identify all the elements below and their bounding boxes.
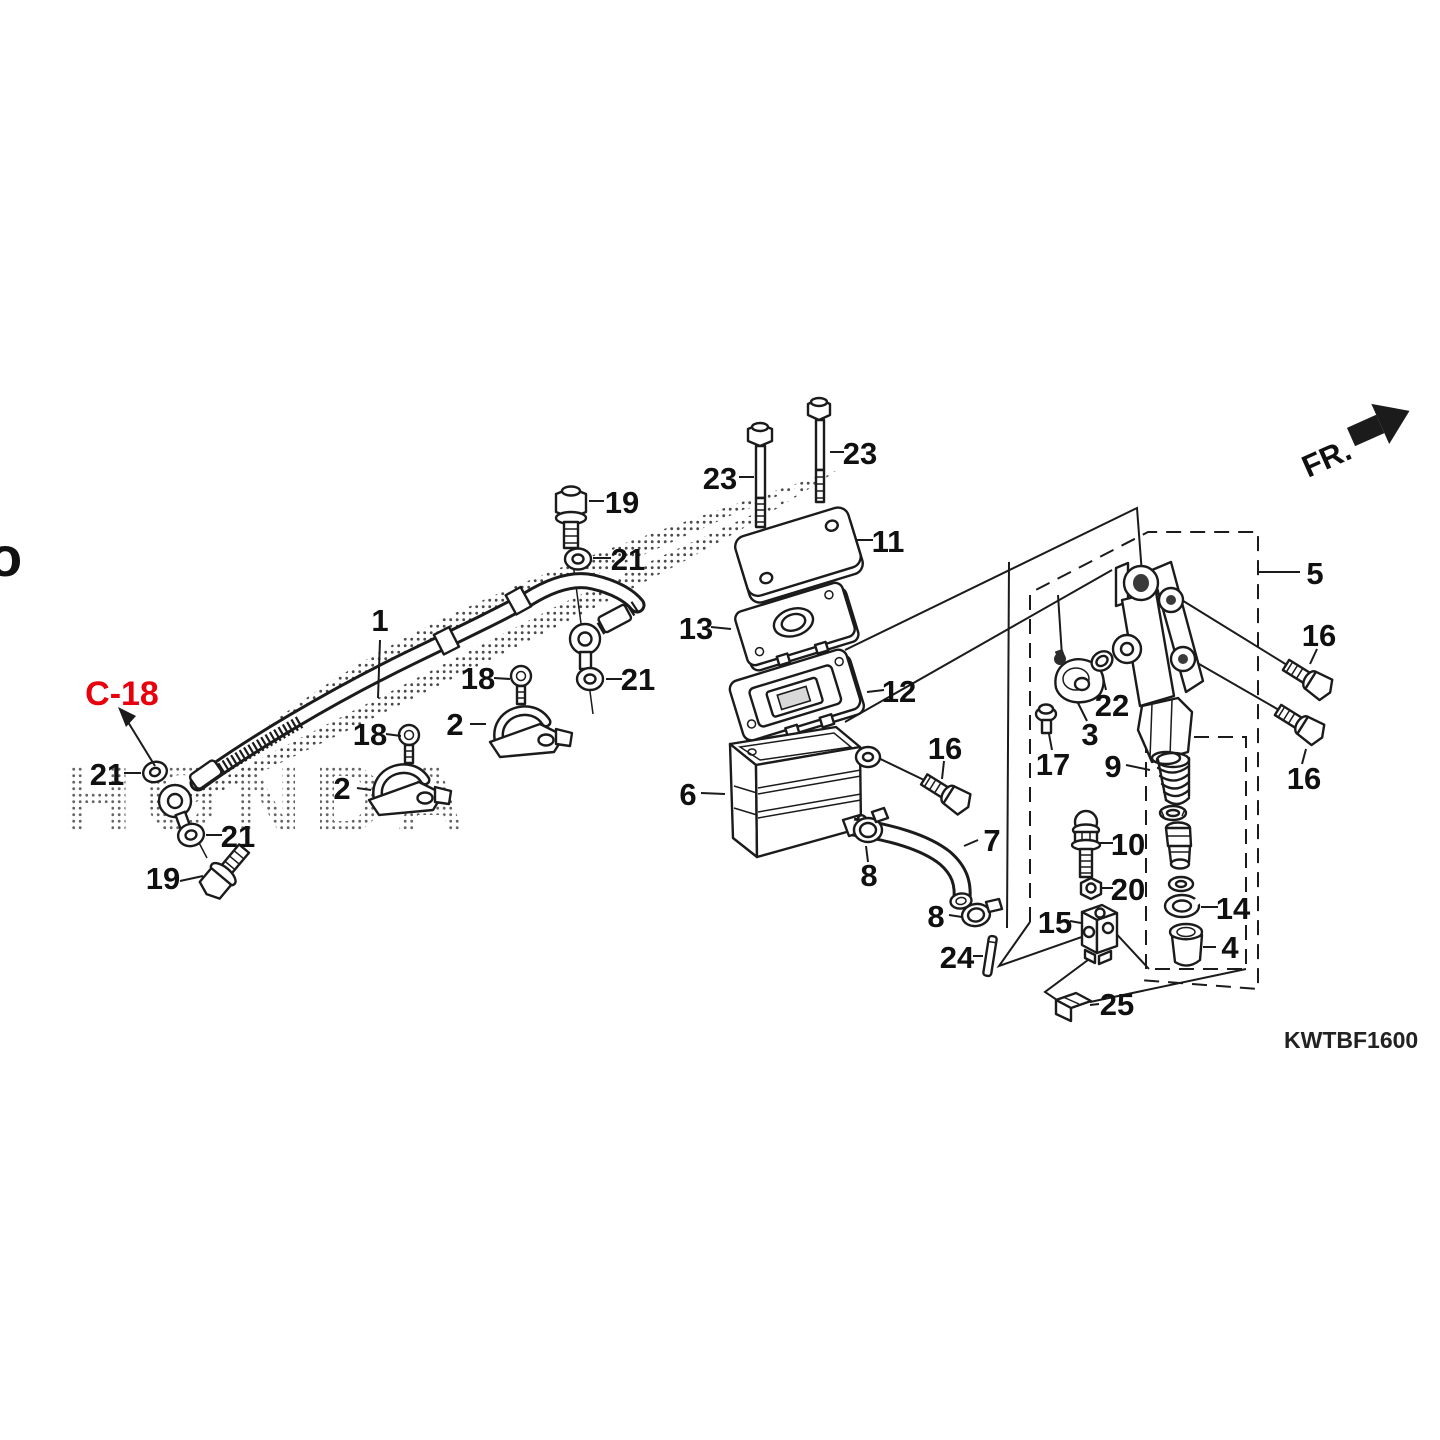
callout-23a: 23 bbox=[703, 461, 737, 496]
callout-leaders bbox=[124, 451, 1318, 1006]
callout-18b: 18 bbox=[353, 717, 387, 752]
diagram-code: KWTBF1600 bbox=[1284, 1027, 1418, 1053]
hose-band bbox=[432, 625, 461, 656]
clamp-screw-18-lower bbox=[397, 723, 421, 765]
callout-23b: 23 bbox=[843, 436, 877, 471]
cover-screw-23-left bbox=[746, 421, 774, 529]
flange-bolt-16-lower bbox=[1273, 703, 1326, 747]
adjuster-bolt-10 bbox=[1070, 809, 1102, 879]
callout-16c: 16 bbox=[1287, 761, 1321, 796]
callout-19b: 19 bbox=[146, 861, 180, 896]
hose-clamp-2-upper bbox=[488, 705, 574, 759]
reservoir-assembly bbox=[728, 396, 1004, 928]
piston-kit-boundary bbox=[1145, 736, 1247, 970]
callout-8b: 8 bbox=[927, 899, 944, 934]
callout-5: 5 bbox=[1306, 556, 1323, 591]
front-direction-marker: FR. bbox=[1297, 403, 1410, 484]
hose-clamp-8-lower bbox=[960, 897, 1004, 928]
connector-ref-annotation: C-18 bbox=[85, 675, 159, 767]
callout-3: 3 bbox=[1081, 717, 1098, 752]
spring-9 bbox=[1155, 751, 1191, 806]
banjo-bolt-19-lower bbox=[198, 843, 251, 900]
callout-6: 6 bbox=[679, 777, 696, 812]
callout-8a: 8 bbox=[860, 858, 877, 893]
callout-11: 11 bbox=[872, 524, 905, 559]
callout-7: 7 bbox=[983, 823, 1000, 858]
diaphragm-plate-13 bbox=[734, 581, 860, 672]
connector-ref-label: C-18 bbox=[85, 675, 159, 713]
callout-16b: 16 bbox=[1302, 618, 1336, 653]
callout-15: 15 bbox=[1038, 905, 1072, 940]
callout-21b: 21 bbox=[621, 662, 655, 697]
hose-band bbox=[504, 585, 533, 616]
callout-1: 1 bbox=[371, 603, 388, 638]
brake-hose-assembly bbox=[141, 485, 646, 900]
rod-joint-15 bbox=[1080, 903, 1119, 966]
callouts: 1 2 2 3 4 5 6 7 8 8 9 10 11 12 13 14 15 … bbox=[90, 436, 1336, 1022]
callout-18a: 18 bbox=[461, 661, 495, 696]
callout-9: 9 bbox=[1104, 749, 1121, 784]
hose-clamp-8-upper bbox=[852, 806, 890, 844]
callout-24: 24 bbox=[940, 940, 975, 975]
master-cylinder-body-5 bbox=[1111, 560, 1205, 766]
callout-14: 14 bbox=[1216, 891, 1251, 926]
clipped-edge-text: o bbox=[0, 525, 22, 588]
snap-clip-25 bbox=[1054, 991, 1093, 1023]
clamp-screw-18-upper bbox=[509, 664, 533, 706]
boot-4 bbox=[1168, 922, 1204, 967]
callout-2a: 2 bbox=[446, 707, 463, 742]
piston-cap bbox=[1158, 804, 1188, 822]
front-arrow-icon bbox=[1346, 403, 1410, 447]
lock-nut-20 bbox=[1079, 876, 1103, 901]
piston-washer bbox=[1167, 875, 1195, 893]
callout-12: 12 bbox=[882, 674, 916, 709]
callout-13: 13 bbox=[679, 611, 713, 646]
diaphragm-12 bbox=[728, 648, 866, 747]
callout-21c: 21 bbox=[90, 757, 124, 792]
callout-4: 4 bbox=[1221, 930, 1239, 965]
callout-10: 10 bbox=[1111, 827, 1145, 862]
reservoir-body-6 bbox=[728, 725, 882, 859]
callout-22: 22 bbox=[1095, 688, 1129, 723]
joint-screw-17 bbox=[1034, 703, 1058, 735]
cover-screw-23-right bbox=[806, 396, 832, 504]
callout-21a: 21 bbox=[611, 542, 645, 577]
flange-bolt-16-middle bbox=[919, 773, 972, 816]
hose-ferrule bbox=[597, 603, 633, 634]
banjo-bolt-19-upper bbox=[554, 485, 588, 550]
piston bbox=[1164, 821, 1193, 870]
hose-clamp-2-lower bbox=[367, 763, 453, 817]
flange-bolt-16-upper bbox=[1281, 658, 1334, 702]
callout-2b: 2 bbox=[333, 771, 350, 806]
callout-16a: 16 bbox=[928, 731, 962, 766]
ref-arrowhead bbox=[118, 707, 136, 727]
callout-21d: 21 bbox=[221, 819, 255, 854]
callout-20: 20 bbox=[1111, 872, 1145, 907]
reservoir-cover-11 bbox=[734, 506, 864, 604]
callout-17: 17 bbox=[1036, 747, 1070, 782]
joint-pin-24 bbox=[982, 934, 998, 978]
callout-19a: 19 bbox=[605, 485, 639, 520]
callout-25: 25 bbox=[1100, 987, 1134, 1022]
circlip-14 bbox=[1163, 893, 1201, 919]
front-label: FR. bbox=[1297, 432, 1357, 484]
hose-braid-upper bbox=[596, 600, 641, 635]
assembly-boundary-5 bbox=[1029, 531, 1259, 991]
